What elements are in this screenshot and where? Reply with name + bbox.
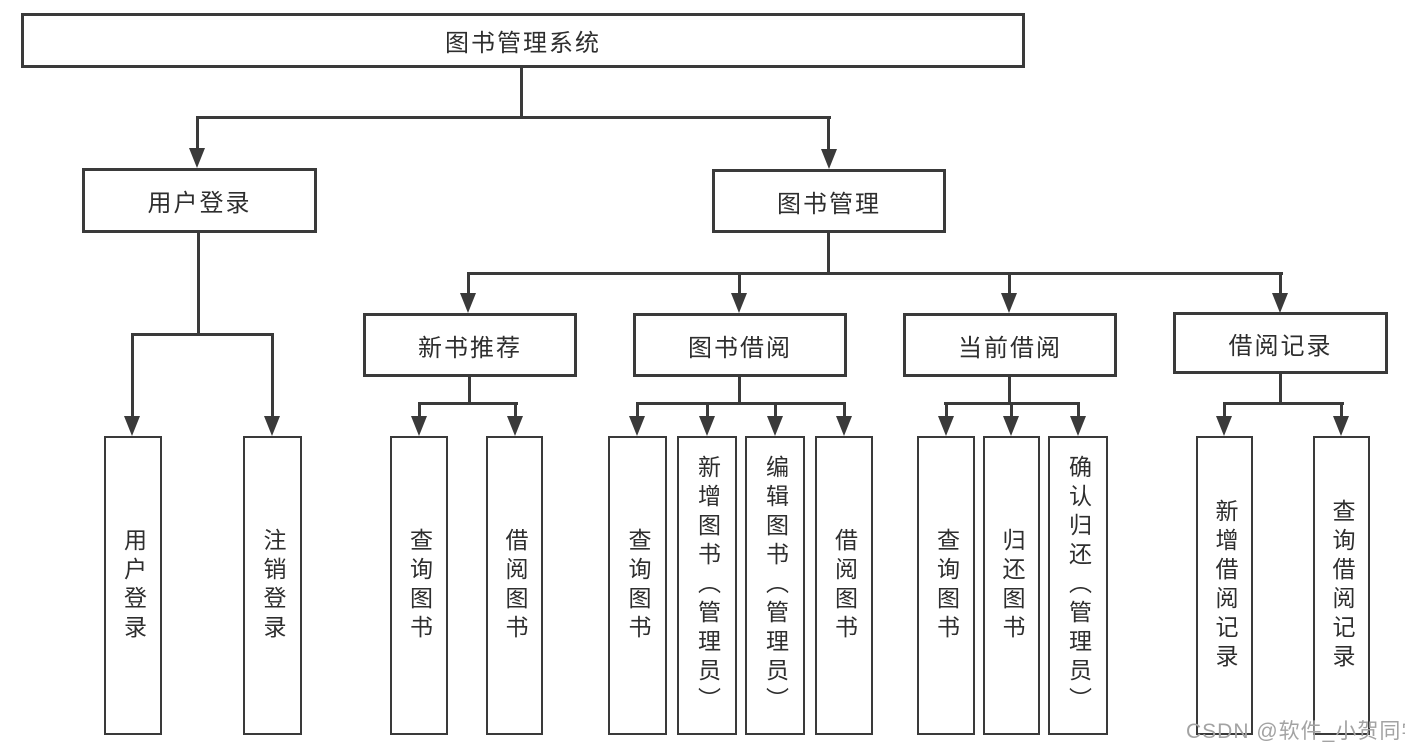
leaf-label: 注销登录 <box>260 527 286 644</box>
arrow-down-icon <box>507 416 523 436</box>
connector-new-book-stub <box>468 377 471 405</box>
arrow-down-icon <box>1070 416 1086 436</box>
connector-drop-leaf <box>1223 402 1226 417</box>
connector-group5-bar <box>1223 402 1344 405</box>
node-label: 新书推荐 <box>418 334 522 362</box>
leaf-label: 借阅图书 <box>502 527 528 644</box>
arrow-down-icon <box>731 293 747 313</box>
connector-drop-current-borrow <box>1008 272 1011 294</box>
arrow-down-icon <box>1216 416 1232 436</box>
connector-book-mgmt-stub <box>827 233 830 275</box>
connector-drop-borrow-record <box>1279 272 1282 294</box>
leaf-label: 查询图书 <box>933 527 960 644</box>
leaf-label: 查询借阅记录 <box>1329 498 1355 673</box>
connector-group2-bar <box>418 402 518 405</box>
node-borrow-records: 借阅记录 <box>1173 312 1388 374</box>
arrow-down-icon <box>264 416 280 436</box>
leaf-borrow-book: 借阅图书 <box>815 436 873 735</box>
connector-drop-leaf <box>706 402 709 417</box>
connector-book-borrow-stub <box>738 377 741 405</box>
connector-drop-leaf <box>1010 402 1013 417</box>
node-label: 当前借阅 <box>958 334 1062 362</box>
leaf-label: 归还图书 <box>999 527 1025 644</box>
connector-level1-bar <box>196 116 831 119</box>
leaf-label: 查询图书 <box>406 527 433 644</box>
leaf-query-book: 查询图书 <box>390 436 448 735</box>
leaf-query-book: 查询图书 <box>917 436 975 735</box>
leaf-label: 确认归还（管理员） <box>1065 455 1092 716</box>
node-user-login: 用户登录 <box>82 168 317 233</box>
connector-root-stub <box>520 68 523 118</box>
connector-drop-leaf <box>636 402 639 417</box>
connector-drop-leaf <box>514 402 517 417</box>
arrow-down-icon <box>189 148 205 168</box>
connector-borrow-record-stub <box>1279 374 1282 405</box>
connector-group1-bar <box>132 333 274 336</box>
node-library-management-system: 图书管理系统 <box>21 13 1025 68</box>
leaf-label: 用户登录 <box>120 527 147 644</box>
arrow-down-icon <box>836 416 852 436</box>
connector-drop-book-mgmt <box>827 116 830 151</box>
arrow-down-icon <box>460 293 476 313</box>
arrow-down-icon <box>699 416 715 436</box>
connector-drop-user-login <box>196 116 199 150</box>
arrow-down-icon <box>767 416 783 436</box>
arrow-down-icon <box>629 416 645 436</box>
leaf-query-book: 查询图书 <box>608 436 667 735</box>
arrow-down-icon <box>1272 293 1288 313</box>
leaf-logout-login: 注销登录 <box>243 436 302 735</box>
connector-drop-leaf <box>1340 402 1343 417</box>
connector-level2-bar <box>467 272 1283 275</box>
node-label: 图书管理 <box>777 190 881 218</box>
connector-drop-leaf <box>418 402 421 417</box>
leaf-label: 编辑图书（管理员） <box>762 455 789 716</box>
node-label: 借阅记录 <box>1228 332 1333 360</box>
arrow-down-icon <box>938 416 954 436</box>
leaf-return-book: 归还图书 <box>983 436 1040 735</box>
connector-group3-bar <box>636 402 846 405</box>
leaf-label: 借阅图书 <box>831 527 858 644</box>
arrow-down-icon <box>411 416 427 436</box>
node-label: 用户登录 <box>147 190 252 217</box>
node-label: 图书借阅 <box>688 334 792 362</box>
arrow-down-icon <box>1003 416 1019 436</box>
leaf-edit-book-admin: 编辑图书（管理员） <box>745 436 805 735</box>
leaf-add-book-admin: 新增图书（管理员） <box>677 436 737 735</box>
connector-drop-leaf <box>774 402 777 417</box>
connector-user-login-stub <box>197 233 200 336</box>
arrow-down-icon <box>1001 293 1017 313</box>
leaf-query-borrow-record: 查询借阅记录 <box>1313 436 1370 735</box>
leaf-borrow-book: 借阅图书 <box>486 436 543 735</box>
connector-drop-book-borrow <box>738 272 741 294</box>
node-new-book-recommend: 新书推荐 <box>363 313 577 377</box>
leaf-add-borrow-record: 新增借阅记录 <box>1196 436 1253 735</box>
node-book-borrowing: 图书借阅 <box>633 313 847 377</box>
leaf-confirm-return-admin: 确认归还（管理员） <box>1048 436 1108 735</box>
connector-current-borrow-stub <box>1008 377 1011 405</box>
leaf-user-login: 用户登录 <box>104 436 162 735</box>
arrow-down-icon <box>124 416 140 436</box>
node-book-management: 图书管理 <box>712 169 946 233</box>
leaf-label: 查询图书 <box>625 527 651 644</box>
connector-drop-leaf <box>271 333 274 416</box>
connector-drop-leaf <box>945 402 948 417</box>
csdn-watermark: CSDN @软件_小贺同学 <box>1186 720 1405 743</box>
connector-drop-new-book <box>467 272 470 294</box>
node-label: 图书管理系统 <box>445 30 601 57</box>
arrow-down-icon <box>1333 416 1349 436</box>
connector-drop-leaf <box>1077 402 1080 417</box>
leaf-label: 新增借阅记录 <box>1212 498 1238 673</box>
arrow-down-icon <box>821 149 837 169</box>
connector-drop-leaf <box>843 402 846 417</box>
connector-drop-leaf <box>131 333 134 416</box>
node-current-borrowing: 当前借阅 <box>903 313 1117 377</box>
leaf-label: 新增图书（管理员） <box>694 455 721 716</box>
